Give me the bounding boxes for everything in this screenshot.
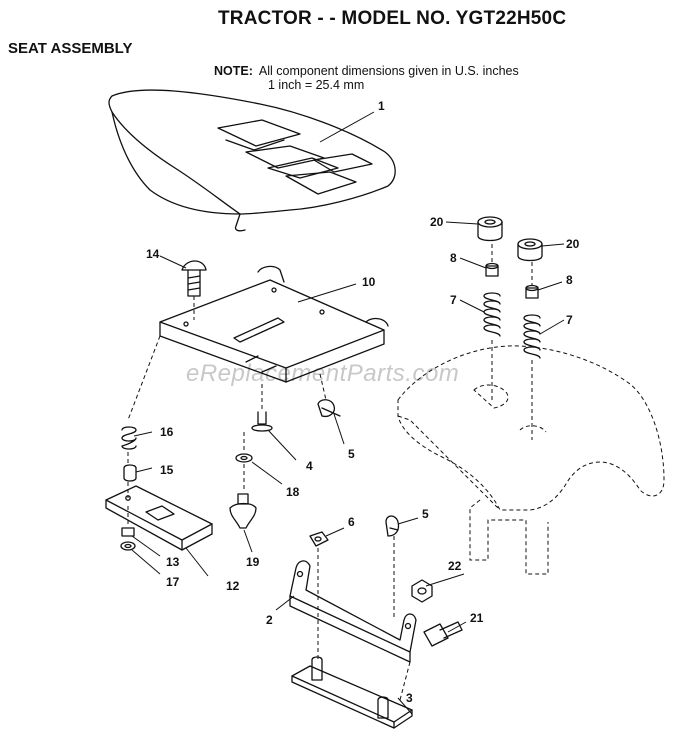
dimension-note: NOTE: All component dimensions given in U…: [214, 64, 519, 92]
callout-19: 19: [246, 555, 260, 569]
callout-8b: 8: [566, 273, 573, 287]
diagram-title: TRACTOR - - MODEL NO. YGT22H50C: [218, 8, 567, 29]
callout-6: 6: [348, 515, 355, 529]
callout-20b: 20: [566, 237, 580, 251]
chassis-outline: [127, 244, 665, 701]
bushing-20a-part: [477, 216, 503, 242]
bolt-21-part: [423, 621, 463, 647]
callout-20a: 20: [430, 215, 444, 229]
seat-part: [108, 89, 396, 232]
callout-5a: 5: [348, 447, 355, 461]
callout-17: 17: [166, 575, 180, 589]
nut-6-part: [309, 531, 329, 547]
base-plate-part: [291, 656, 413, 729]
clip-5b-part: [385, 515, 400, 537]
callout-4: 4: [306, 459, 313, 473]
spring-7b-part: [523, 314, 541, 359]
washer-17-part: [120, 541, 136, 551]
callout-10: 10: [362, 275, 376, 289]
washer-18-part: [235, 453, 253, 463]
section-title: SEAT ASSEMBLY: [8, 40, 133, 57]
callout-8a: 8: [450, 251, 457, 265]
slide-bracket-part: [105, 485, 213, 551]
carriage-bolt-part: [181, 260, 207, 297]
callout-18: 18: [286, 485, 300, 499]
callout-15: 15: [160, 463, 174, 477]
bolt-4-part: [251, 411, 273, 432]
callout-21: 21: [470, 611, 484, 625]
leader-lines: [131, 111, 565, 715]
note-label: NOTE:: [214, 64, 253, 78]
callout-16: 16: [160, 425, 174, 439]
spring-7a-part: [483, 292, 501, 337]
cap-8a-part: [485, 262, 499, 277]
bushing-20b-part: [517, 238, 543, 262]
bracket-2-part: [289, 560, 417, 663]
callout-13: 13: [166, 555, 180, 569]
note-line-1: All component dimensions given in U.S. i…: [258, 64, 519, 78]
callout-22: 22: [448, 559, 462, 573]
callout-2: 2: [266, 613, 273, 627]
callout-7b: 7: [566, 313, 573, 327]
callout-3: 3: [406, 691, 413, 705]
callout-14: 14: [146, 247, 160, 261]
clip-5a-part: [317, 399, 341, 418]
callout-1: 1: [378, 99, 385, 113]
cap-8b-part: [525, 284, 539, 299]
knob-19-part: [229, 493, 257, 529]
callout-12: 12: [226, 579, 240, 593]
spacer-15-part: [123, 464, 137, 482]
seat-pan-part: [159, 265, 389, 383]
note-line-2: 1 inch = 25.4 mm: [268, 78, 365, 92]
nut-13-part: [121, 527, 135, 537]
spring-16-part: [121, 426, 137, 450]
callout-7a: 7: [450, 293, 457, 307]
callout-5b: 5: [422, 507, 429, 521]
nut-22-part: [411, 579, 433, 603]
callout-labels: 1 14 10 20 20 8 8 7 7 16 15 4 5 18 5 6 1…: [146, 99, 580, 705]
